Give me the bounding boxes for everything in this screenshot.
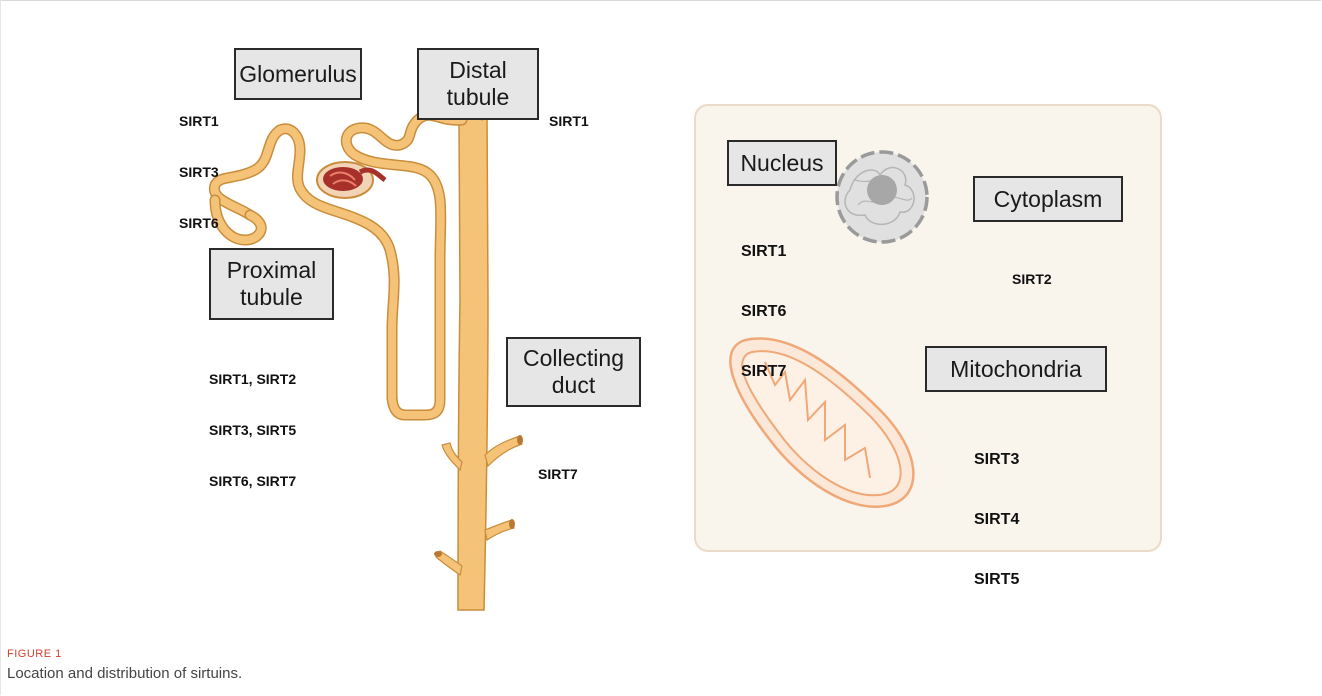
sirtuin-item: SIRT7 [741,362,786,382]
cytoplasm-sirtuins: SIRT2 [1012,237,1052,305]
distal-tubule-sirtuins: SIRT1 [549,79,589,147]
sirtuin-item: SIRT1, SIRT2 [209,371,296,388]
proximal-tubule-label: Proximal tubule [209,248,334,320]
sirtuin-item: SIRT3, SIRT5 [209,422,296,439]
sirtuin-item: SIRT2 [1012,271,1052,288]
sirtuin-item: SIRT1 [179,113,219,130]
mitochondria-sirtuins: SIRT3 SIRT4 SIRT5 [974,410,1019,610]
sirtuin-item: SIRT1 [549,113,589,130]
collecting-duct-sirtuins: SIRT7 [538,432,578,500]
nucleus-sirtuins: SIRT1 SIRT6 SIRT7 [741,202,786,402]
sirtuin-item: SIRT4 [974,510,1019,530]
sirtuin-item: SIRT6 [179,215,219,232]
collecting-duct-title-line1: Collecting [523,345,624,372]
proximal-tubule-sirtuins: SIRT1, SIRT2 SIRT3, SIRT5 SIRT6, SIRT7 [209,337,296,507]
cytoplasm-title: Cytoplasm [994,186,1103,213]
mitochondria-label: Mitochondria [925,346,1107,392]
collecting-duct-title-line2: duct [552,372,595,399]
sirtuin-item: SIRT1 [741,242,786,262]
sirtuin-item: SIRT6, SIRT7 [209,473,296,490]
sirtuin-item: SIRT3 [974,450,1019,470]
cytoplasm-label: Cytoplasm [973,176,1123,222]
figure-label: FIGURE 1 [7,648,62,660]
glomerulus-sirtuins: SIRT1 SIRT3 SIRT6 [179,79,219,249]
glomerulus-title: Glomerulus [239,61,357,88]
sirtuin-item: SIRT5 [974,570,1019,590]
nucleus-title: Nucleus [740,150,823,177]
proximal-tubule-title-line2: tubule [240,284,303,311]
sirtuin-item: SIRT3 [179,164,219,181]
collecting-duct-label: Collecting duct [506,337,641,407]
sirtuin-item: SIRT6 [741,302,786,322]
distal-tubule-label: Distal tubule [417,48,539,120]
nucleus-label: Nucleus [727,140,837,186]
distal-tubule-title-line1: Distal [449,57,507,84]
sirtuin-item: SIRT7 [538,466,578,483]
mitochondria-title: Mitochondria [950,356,1082,383]
proximal-tubule-title-line1: Proximal [227,257,316,284]
figure-caption: Location and distribution of sirtuins. [7,665,242,682]
glomerulus-label: Glomerulus [234,48,362,100]
distal-tubule-title-line2: tubule [447,84,510,111]
